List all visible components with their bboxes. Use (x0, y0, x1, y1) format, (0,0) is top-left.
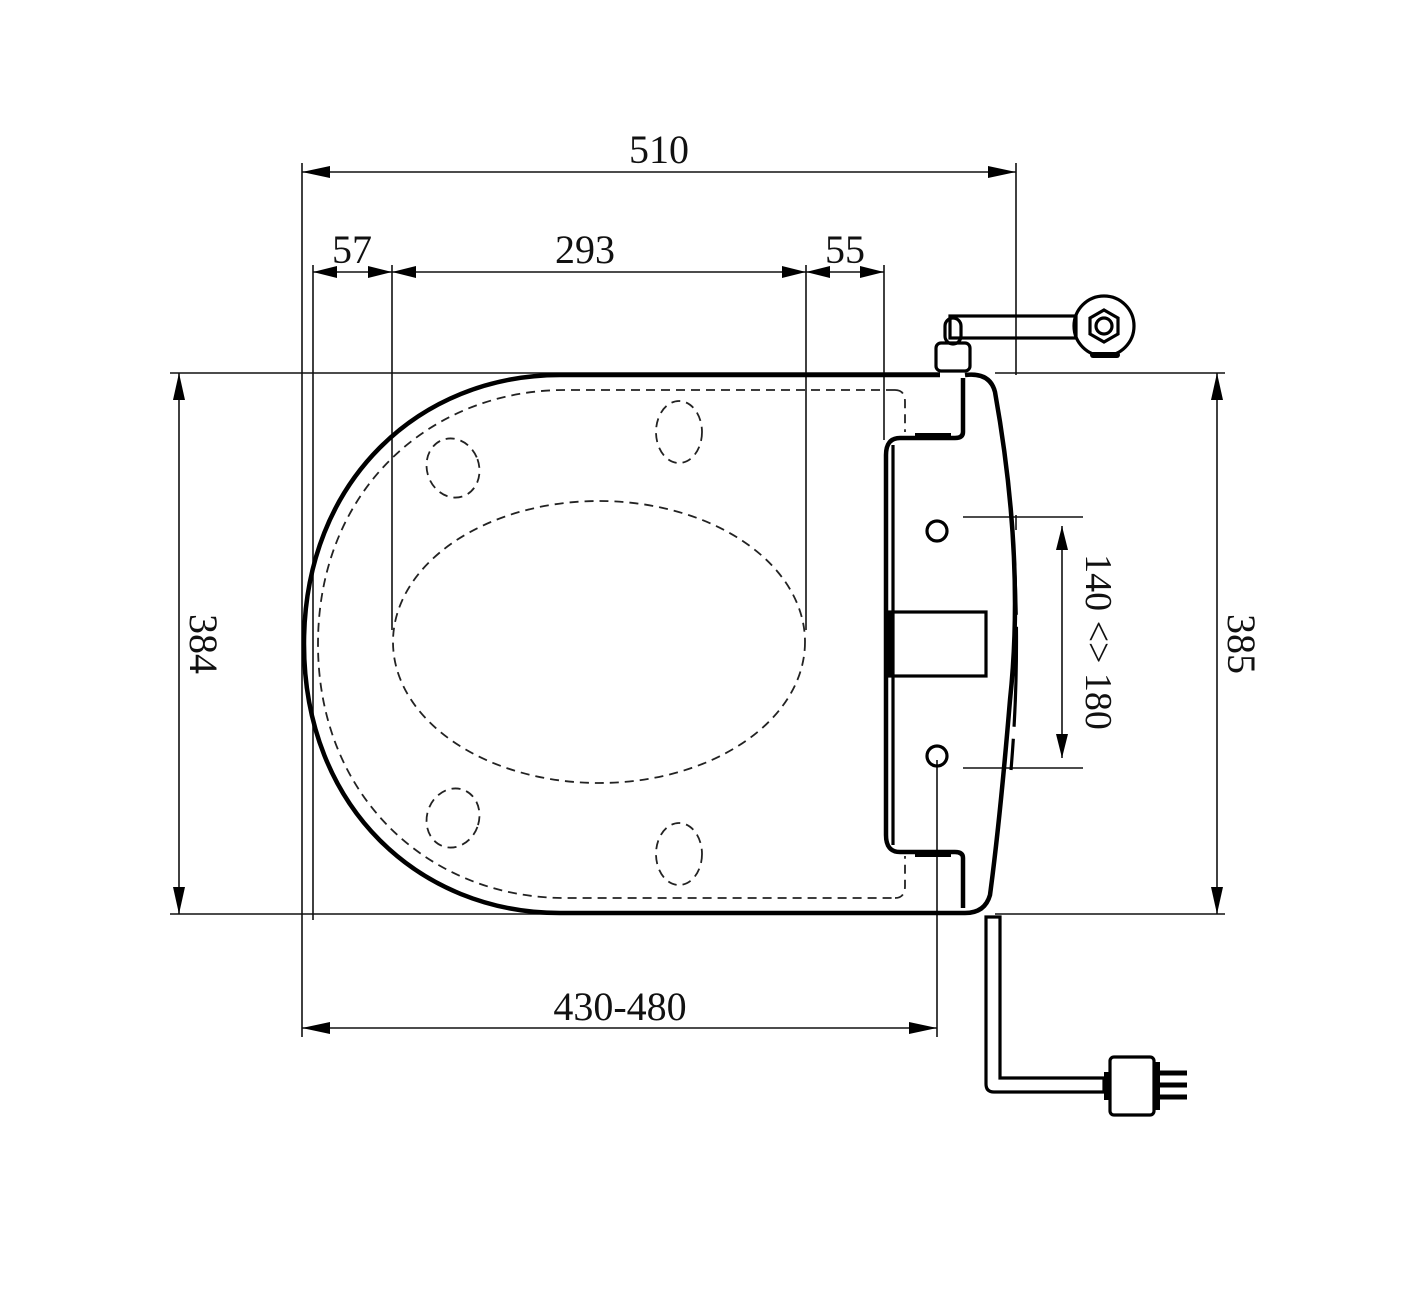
seat-lid-outline (301, 372, 965, 916)
label-293: 293 (555, 227, 615, 272)
label-510: 510 (629, 127, 689, 172)
hinge-body (883, 372, 1019, 916)
dimension-right-height: 385 (1211, 373, 1264, 914)
label-140-180: 140 <> 180 (1077, 554, 1119, 730)
dimension-seat-length: 430-480 (302, 984, 937, 1034)
bumper-pads (425, 400, 703, 886)
label-430-480: 430-480 (553, 984, 686, 1029)
extension-lines (170, 163, 1225, 1037)
water-inlet-hose (934, 294, 1136, 373)
dimension-chain-top: 57 293 55 (313, 227, 884, 278)
power-cord-plug (984, 915, 1187, 1117)
dimension-fixing-holes: 140 <> 180 (1056, 526, 1119, 758)
label-57: 57 (332, 227, 372, 272)
control-block (886, 610, 988, 678)
label-385: 385 (1219, 614, 1264, 674)
label-384: 384 (181, 614, 226, 674)
inner-opening-dashed (392, 500, 806, 784)
fixing-hole-top (925, 519, 949, 543)
dimension-left-height: 384 (173, 373, 226, 914)
dimension-overall-width: 510 (302, 127, 1016, 178)
fixing-hole-bottom (925, 744, 949, 768)
label-55: 55 (825, 227, 865, 272)
